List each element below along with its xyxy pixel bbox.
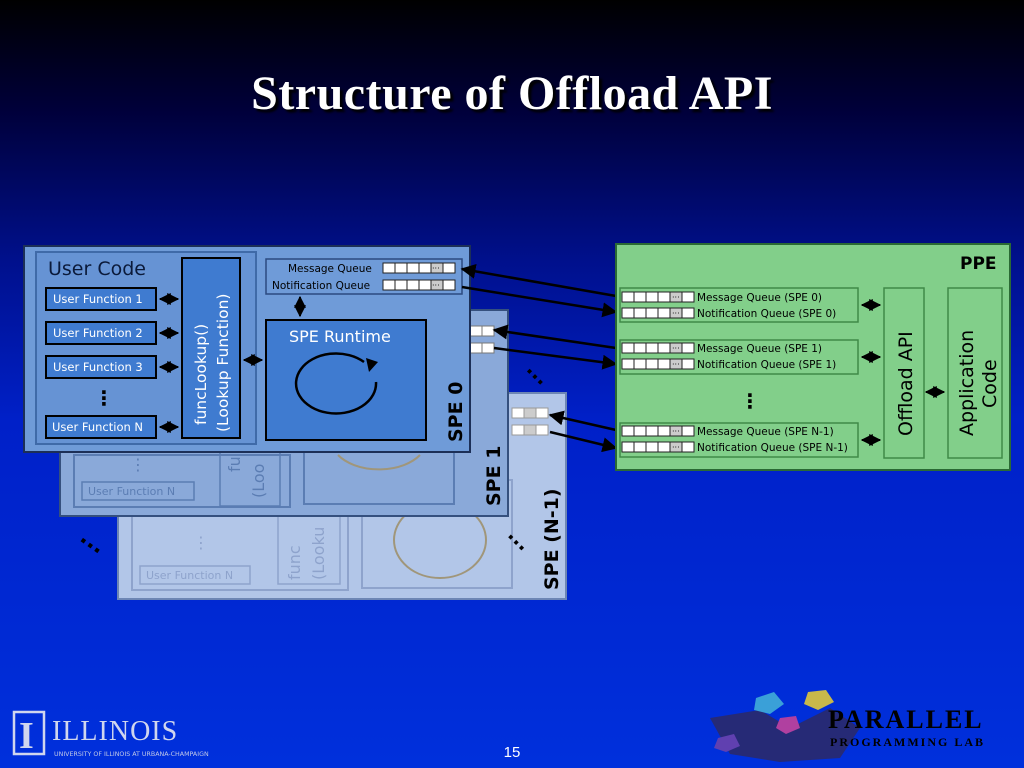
user-function-3: User Function 3 [45,355,157,379]
spe-runtime-label: SPE Runtime [289,327,391,346]
spe-0-block: User Code User Function 1 User Function … [23,245,471,453]
svg-text:···: ··· [432,281,440,290]
page-number: 15 [503,744,521,761]
svg-text:PROGRAMMING LAB: PROGRAMMING LAB [830,735,985,749]
svg-text:···: ··· [672,360,680,369]
ppe-queue-group-spen1: ··· ··· Message Queue (SPE N-1) Notifica… [619,422,859,458]
application-code-box: Application Code [947,287,1003,459]
func-lookup-box: funcLookup() (Lookup Function) [181,257,241,439]
spe-n1-lookup-line1: func [285,545,304,580]
svg-text:⋮: ⋮ [740,389,760,413]
svg-text:ILLINOIS: ILLINOIS [52,716,178,747]
user-function-n: User Function N [45,415,157,439]
illinois-logo: I ILLINOIS UNIVERSITY OF ILLINOIS AT URB… [12,710,209,758]
ppe-message-queue-spen1: Message Queue (SPE N-1) [697,426,834,438]
ppe-notification-queue-spe1: Notification Queue (SPE 1) [697,359,836,371]
spe0-message-queue-label: Message Queue [288,263,372,275]
ppe-queue-group-spe1: ··· ··· Message Queue (SPE 1) Notificati… [619,339,859,375]
spe0-notification-queue-label: Notification Queue [272,280,370,292]
svg-text:⋮: ⋮ [94,386,114,410]
user-function-1-label: User Function 1 [53,292,143,306]
ppe-message-queue-spe1: Message Queue (SPE 1) [697,343,822,355]
svg-text:···: ··· [672,293,680,302]
application-code-line2: Code [979,359,1001,408]
slide-title: Structure of Offload API [251,67,773,120]
queue-connections [460,263,618,453]
user-function-1: User Function 1 [45,287,157,311]
ppe-queue-group-spe0: ··· ··· Message Queue (SPE 0) Notificati… [619,287,859,323]
svg-text:...: ... [522,357,555,390]
spe-1-user-function-n: User Function N [88,485,175,498]
spe-0-label: SPE 0 [445,382,467,442]
parallel-programming-lab-logo: PARALLEL PROGRAMMING LAB [710,690,985,762]
spe-n1-label: SPE (N-1) [541,488,563,590]
user-function-3-label: User Function 3 [53,360,143,374]
svg-text:···: ··· [672,427,680,436]
spe-1-lookup-line1: fu [225,456,244,472]
func-lookup-line1: funcLookup() [192,324,210,425]
ppe-notification-queue-spe0: Notification Queue (SPE 0) [697,308,836,320]
user-function-n-label: User Function N [52,420,143,434]
func-lookup-line2: (Lookup Function) [214,294,232,432]
ppe-label: PPE [960,254,997,274]
spe-1-lookup-line2: (Loo [249,464,268,498]
svg-text:PARALLEL: PARALLEL [828,705,984,734]
runtime-loop-icon [294,352,378,415]
offload-api-box: Offload API [883,287,925,459]
user-function-2-label: User Function 2 [53,326,143,340]
offload-api-label: Offload API [895,331,917,436]
svg-text:···: ··· [432,264,440,273]
svg-text:···: ··· [672,344,680,353]
svg-text:I: I [19,715,34,757]
spe-n1-lookup-line2: (Looku [309,527,328,580]
svg-text:⋮: ⋮ [193,533,209,552]
ppe-notification-queue-spen1: Notification Queue (SPE N-1) [697,442,848,454]
more-spes-ellipsis: ... [75,524,110,559]
svg-text:UNIVERSITY OF ILLINOIS AT URBA: UNIVERSITY OF ILLINOIS AT URBANA-CHAMPAI… [54,751,209,758]
spe-runtime-box: SPE Runtime [265,319,427,441]
ppe-message-queue-spe0: Message Queue (SPE 0) [697,292,822,304]
ppe-block: PPE ··· ··· Message Queue (SPE 0) Notifi… [615,243,1011,471]
svg-text:⋮: ⋮ [130,455,146,474]
user-code-title: User Code [48,258,146,280]
application-code-line1: Application [956,330,978,436]
spe-1-label: SPE 1 [483,446,505,506]
user-function-2: User Function 2 [45,321,157,345]
svg-text:···: ··· [672,443,680,452]
spe-n1-user-function-n: User Function N [146,569,233,582]
svg-text:···: ··· [672,309,680,318]
